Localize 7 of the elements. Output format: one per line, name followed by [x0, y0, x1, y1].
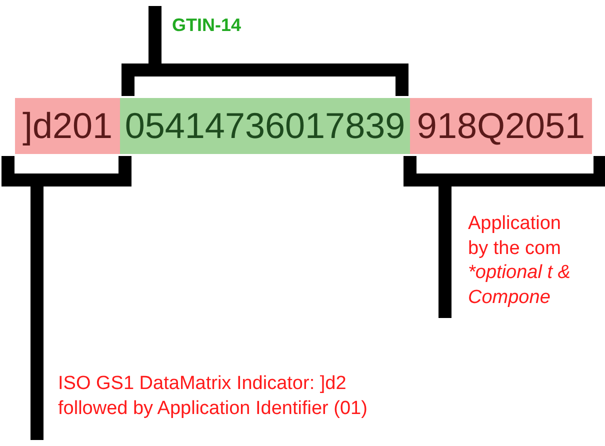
- annotation-text: ISO GS1 DataMatrix Indicator: ]d2 followed by Application Identifier (01): [58, 372, 368, 421]
- code-segment: ]d201: [15, 98, 120, 154]
- code-segment: 05414736017839: [120, 98, 410, 154]
- code-segment: 918Q2051: [410, 98, 592, 154]
- annotation-text: *optional t & Compone: [468, 261, 572, 310]
- annotation-text: Application by the com: [468, 212, 562, 261]
- segment-label: GTIN-14: [172, 14, 242, 37]
